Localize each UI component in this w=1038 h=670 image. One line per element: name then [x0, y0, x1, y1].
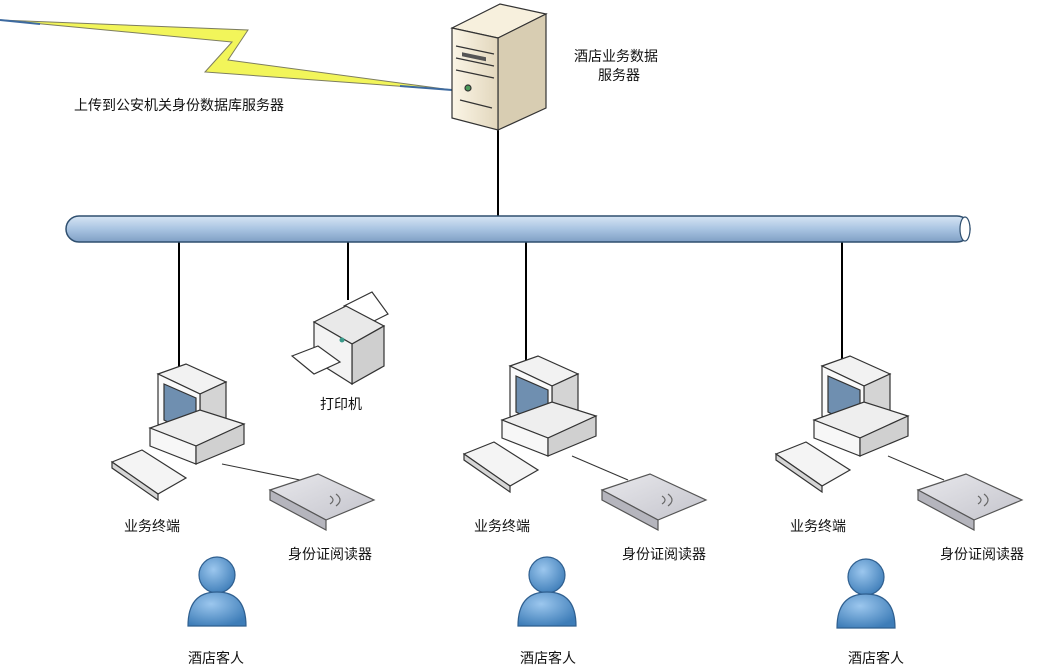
guest-label: 酒店客人 [188, 651, 244, 667]
lightning-icon [0, 19, 453, 91]
printer-label: 打印机 [320, 397, 362, 413]
card-reader-icon [600, 473, 708, 532]
terminal-label: 业务终端 [790, 519, 846, 535]
person-icon [187, 556, 247, 627]
person-icon [517, 556, 577, 627]
computer-icon [148, 363, 246, 465]
computer-icon [500, 355, 598, 457]
terminal-label: 业务终端 [474, 519, 530, 535]
keyboard-icon [774, 441, 852, 494]
guest-label: 酒店客人 [848, 651, 904, 667]
network-bus [65, 215, 971, 243]
server-label-line2: 服务器 [598, 68, 640, 84]
card-reader-icon [916, 473, 1024, 532]
computer-icon [812, 355, 910, 457]
reader-label: 身份证阅读器 [622, 547, 706, 563]
keyboard-icon [110, 449, 188, 502]
card-reader-icon [268, 473, 376, 532]
server-label-line1: 酒店业务数据 [574, 49, 658, 65]
server-icon [450, 3, 548, 131]
terminal-label: 业务终端 [124, 519, 180, 535]
reader-cables [221, 455, 945, 481]
reader-label: 身份证阅读器 [288, 547, 372, 563]
person-icon [836, 558, 896, 629]
reader-label: 身份证阅读器 [940, 547, 1024, 563]
connection-lines [178, 128, 843, 370]
guest-label: 酒店客人 [520, 651, 576, 667]
printer-icon [290, 291, 389, 386]
upload-label: 上传到公安机关身份数据库服务器 [74, 98, 284, 114]
keyboard-icon [462, 441, 540, 494]
